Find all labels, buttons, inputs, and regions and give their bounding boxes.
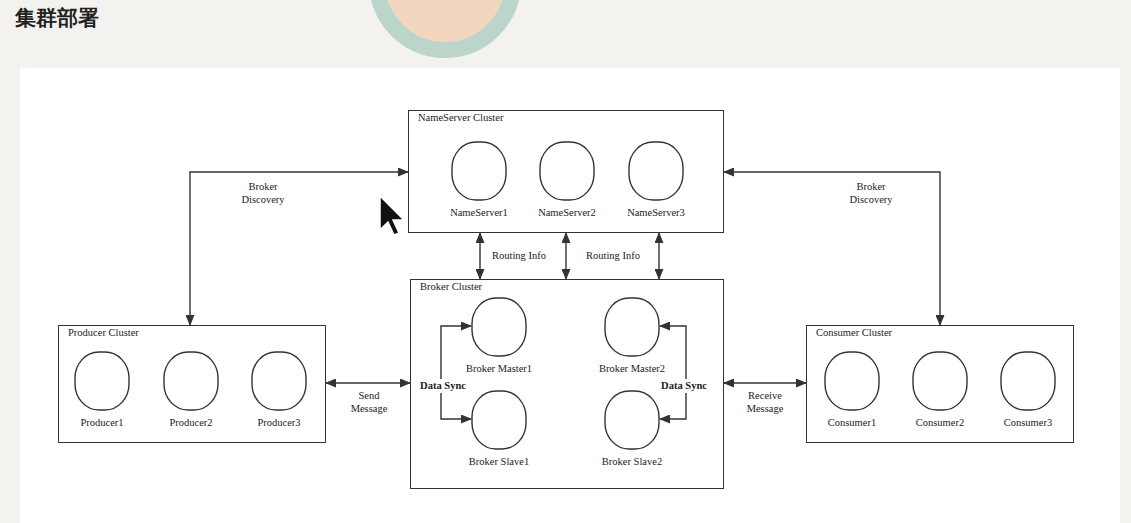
- edge-label: Broker Discovery: [230, 180, 296, 206]
- cluster-box: NameServer ClusterNameServer1 NameServer2…: [408, 110, 724, 233]
- server-label: Consumer2: [916, 417, 964, 428]
- edge-label: Send Message: [342, 389, 396, 415]
- cluster-heading: Broker Cluster: [420, 281, 482, 292]
- server-shape: [471, 390, 527, 450]
- server-label: Broker Master1: [466, 363, 532, 374]
- connector-arrow: [326, 382, 410, 383]
- server-shape: [451, 141, 507, 201]
- server-shape: [628, 141, 684, 201]
- connector-arrow: [190, 172, 408, 325]
- server-node: Producer1: [74, 351, 130, 428]
- server-shape: [163, 351, 219, 411]
- cluster-heading: NameServer Cluster: [418, 112, 503, 123]
- server-label: Broker Master2: [599, 363, 665, 374]
- server-label: NameServer1: [450, 207, 508, 218]
- server-label: NameServer3: [627, 207, 685, 218]
- server-shape: [824, 351, 880, 411]
- server-node: Producer2: [163, 351, 219, 428]
- server-node: NameServer1: [450, 141, 508, 218]
- edge-label: Data Sync: [418, 379, 468, 392]
- server-shape: [604, 390, 660, 450]
- server-shape: [471, 297, 527, 357]
- connector-arrow: [724, 382, 806, 383]
- server-node: NameServer3: [627, 141, 685, 218]
- server-label: Producer2: [169, 417, 212, 428]
- cluster-box: Producer ClusterProducer1 Producer2 Produc…: [58, 325, 326, 443]
- server-node: Broker Slave1: [469, 390, 529, 467]
- server-node: Consumer1: [824, 351, 880, 428]
- edge-label: Data Sync: [659, 379, 709, 392]
- edge-label: Receive Message: [738, 389, 792, 415]
- server-label: Producer1: [80, 417, 123, 428]
- edge-label: Routing Info: [490, 249, 548, 262]
- cluster-box: Consumer ClusterConsumer1 Consumer2 Consum…: [806, 325, 1074, 443]
- cluster-heading: Consumer Cluster: [816, 327, 892, 338]
- server-label: NameServer2: [538, 207, 596, 218]
- connector-arrow: [479, 233, 480, 279]
- server-label: Consumer3: [1004, 417, 1052, 428]
- server-node: Producer3: [251, 351, 307, 428]
- server-node: Broker Master1: [466, 297, 532, 374]
- server-shape: [1000, 351, 1056, 411]
- page-title: 集群部署: [15, 4, 99, 32]
- server-shape: [912, 351, 968, 411]
- server-shape: [539, 141, 595, 201]
- server-label: Producer3: [257, 417, 300, 428]
- connector-arrow: [565, 233, 566, 279]
- server-label: Consumer1: [828, 417, 876, 428]
- edge-label: Broker Discovery: [838, 180, 904, 206]
- connector-arrow: [658, 233, 659, 279]
- server-node: Broker Slave2: [602, 390, 662, 467]
- edge-label: Routing Info: [584, 249, 642, 262]
- server-label: Broker Slave1: [469, 456, 529, 467]
- server-node: NameServer2: [538, 141, 596, 218]
- cluster-heading: Producer Cluster: [68, 327, 139, 338]
- white-panel: [20, 68, 1120, 523]
- server-node: Consumer3: [1000, 351, 1056, 428]
- mouse-cursor: [378, 194, 406, 238]
- server-node: Consumer2: [912, 351, 968, 428]
- server-node: Broker Master2: [599, 297, 665, 374]
- connector-arrow: [724, 172, 940, 325]
- decorative-circle: [360, 0, 530, 62]
- server-shape: [251, 351, 307, 411]
- server-shape: [604, 297, 660, 357]
- server-label: Broker Slave2: [602, 456, 662, 467]
- server-shape: [74, 351, 130, 411]
